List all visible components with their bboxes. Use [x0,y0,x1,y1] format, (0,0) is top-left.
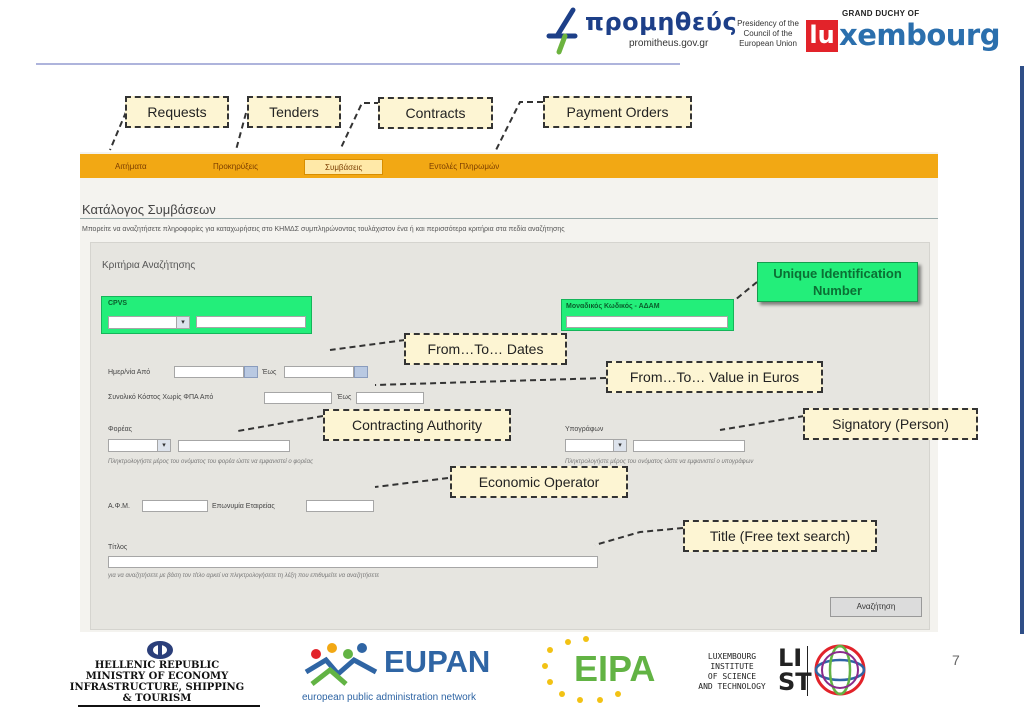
title-input[interactable] [108,556,598,568]
portal-nav-bar: Αιτήματα Προκηρύξεις Συμβάσεις Εντολές Π… [80,154,938,178]
hellenic-underline [78,705,260,707]
list-separator [807,646,808,696]
cpvs-label: CPVS [108,300,128,307]
promitheus-url: promitheus.gov.gr [629,38,709,49]
criteria-heading: Κριτήρια Αναζήτησης [102,260,196,271]
list-globe-icon [814,644,866,696]
list-line: AND TECHNOLOGY [698,682,766,691]
hellenic-emblem-icon [147,641,173,659]
cpvs-input[interactable] [196,316,306,328]
adam-label: Μοναδικός Κωδικός - ΑΔΑΜ [566,303,660,310]
calendar-icon[interactable] [244,366,258,378]
adam-input[interactable] [566,316,728,328]
signatory-label: Υπογράφων [565,426,604,433]
callout-payment-orders: Payment Orders [543,96,692,128]
luxembourg-grand-duchy: GRAND DUCHY OF [842,9,920,18]
company-label: Επωνυμία Εταιρείας [212,503,275,510]
list-line: LUXEMBOURG [707,652,757,661]
list-line: OF SCIENCE [707,672,757,681]
authority-select[interactable]: ▾ [108,439,171,452]
callout-requests: Requests [125,96,229,128]
chevron-down-icon: ▾ [157,440,170,451]
signatory-input[interactable] [633,440,745,452]
hellenic-line: HELLENIC REPUBLIC [94,660,220,671]
tab-requests[interactable]: Αιτήματα [115,162,147,171]
company-input[interactable] [306,500,374,512]
callout-dates: From…To… Dates [404,333,567,365]
promitheus-wordmark: προμηθεύς [585,8,738,36]
tab-payment-orders[interactable]: Εντολές Πληρωμών [429,162,500,171]
eupan-subtitle: european public administration network [302,692,476,703]
cost-to-label: Έως [337,394,352,401]
callout-unique-id: Unique Identification Number [757,262,918,302]
date-from-label: Ημερ/νία Από [108,369,151,376]
list-logo: LUXEMBOURG INSTITUTE OF SCIENCE AND TECH… [696,640,876,702]
cost-from-input[interactable] [264,392,332,404]
authority-label: Φορέας [108,426,133,433]
portal-screenshot: Αιτήματα Προκηρύξεις Συμβάσεις Εντολές Π… [80,152,938,632]
callout-title-search: Title (Free text search) [683,520,877,552]
date-from-input[interactable] [174,366,244,378]
eupan-people-icon [304,643,378,686]
eipa-stars-icon [542,636,621,703]
date-to-input[interactable] [284,366,354,378]
catalog-title: Κατάλογος Συμβάσεων [82,202,216,217]
callout-contracts: Contracts [378,97,493,129]
authority-hint: Πληκτρολογήστε μέρος του ονόματος του φο… [108,459,314,465]
right-accent-bar [1020,66,1024,634]
afm-input[interactable] [142,500,208,512]
catalog-divider [80,218,938,219]
eupan-logo: EUPAN european public administration net… [302,640,502,706]
luxembourg-lu-box: lu [806,20,838,52]
hellenic-line: & TOURISM [122,693,192,704]
title-label: Τίτλος [108,544,128,551]
luxembourg-wordmark: xembourg [839,18,1000,52]
cost-from-label: Συνολικό Κόστος Χωρίς ΦΠΑ Από [108,394,214,401]
list-mark: LI ST [778,644,812,696]
signatory-hint: Πληκτρολογήστε μέρος του ονόματος ώστε ν… [565,459,754,465]
title-hint: για να αναζητήσετε με βάση τον τίτλο αρκ… [108,573,380,579]
cpvs-select[interactable]: ▾ [108,316,190,329]
hellenic-ministry-text: HELLENIC REPUBLIC MINISTRY OF ECONOMY IN… [54,660,260,704]
tab-tenders[interactable]: Προκηρύξεις [213,162,258,171]
page-number: 7 [952,652,960,668]
promitheus-logo: προμηθεύς promitheus.gov.gr [545,6,737,56]
search-button[interactable]: Αναζήτηση [830,597,922,617]
tab-contracts[interactable]: Συμβάσεις [304,159,384,175]
chevron-down-icon: ▾ [613,440,626,451]
luxembourg-logo: GRAND DUCHY OF lu xembourg [806,8,1006,60]
promitheus-mark-icon [546,7,578,55]
eipa-logo: EIPA [538,636,658,706]
cost-to-input[interactable] [356,392,424,404]
eupan-wordmark: EUPAN [384,644,491,679]
date-to-label: Έως [262,369,277,376]
hellenic-line: INFRASTRUCTURE, SHIPPING [69,682,245,693]
list-institute-text: LUXEMBOURG INSTITUTE OF SCIENCE AND TECH… [696,652,768,692]
presidency-text: Presidency of the Council of the Europea… [737,19,799,48]
callout-value-euros: From…To… Value in Euros [606,361,823,393]
title-divider [36,63,680,65]
authority-input[interactable] [178,440,290,452]
callout-signatory: Signatory (Person) [803,408,978,440]
catalog-description: Μπορείτε να αναζητήσετε πληροφορίες για … [82,226,565,233]
eipa-wordmark: EIPA [574,648,656,689]
hellenic-line: MINISTRY OF ECONOMY [85,671,229,682]
afm-label: Α.Φ.Μ. [108,503,130,510]
list-line: INSTITUTE [710,662,754,671]
callout-contracting-authority: Contracting Authority [323,409,511,441]
callout-economic-operator: Economic Operator [450,466,628,498]
signatory-select[interactable]: ▾ [565,439,627,452]
calendar-icon[interactable] [354,366,368,378]
chevron-down-icon: ▾ [176,317,189,328]
callout-tenders: Tenders [247,96,341,128]
